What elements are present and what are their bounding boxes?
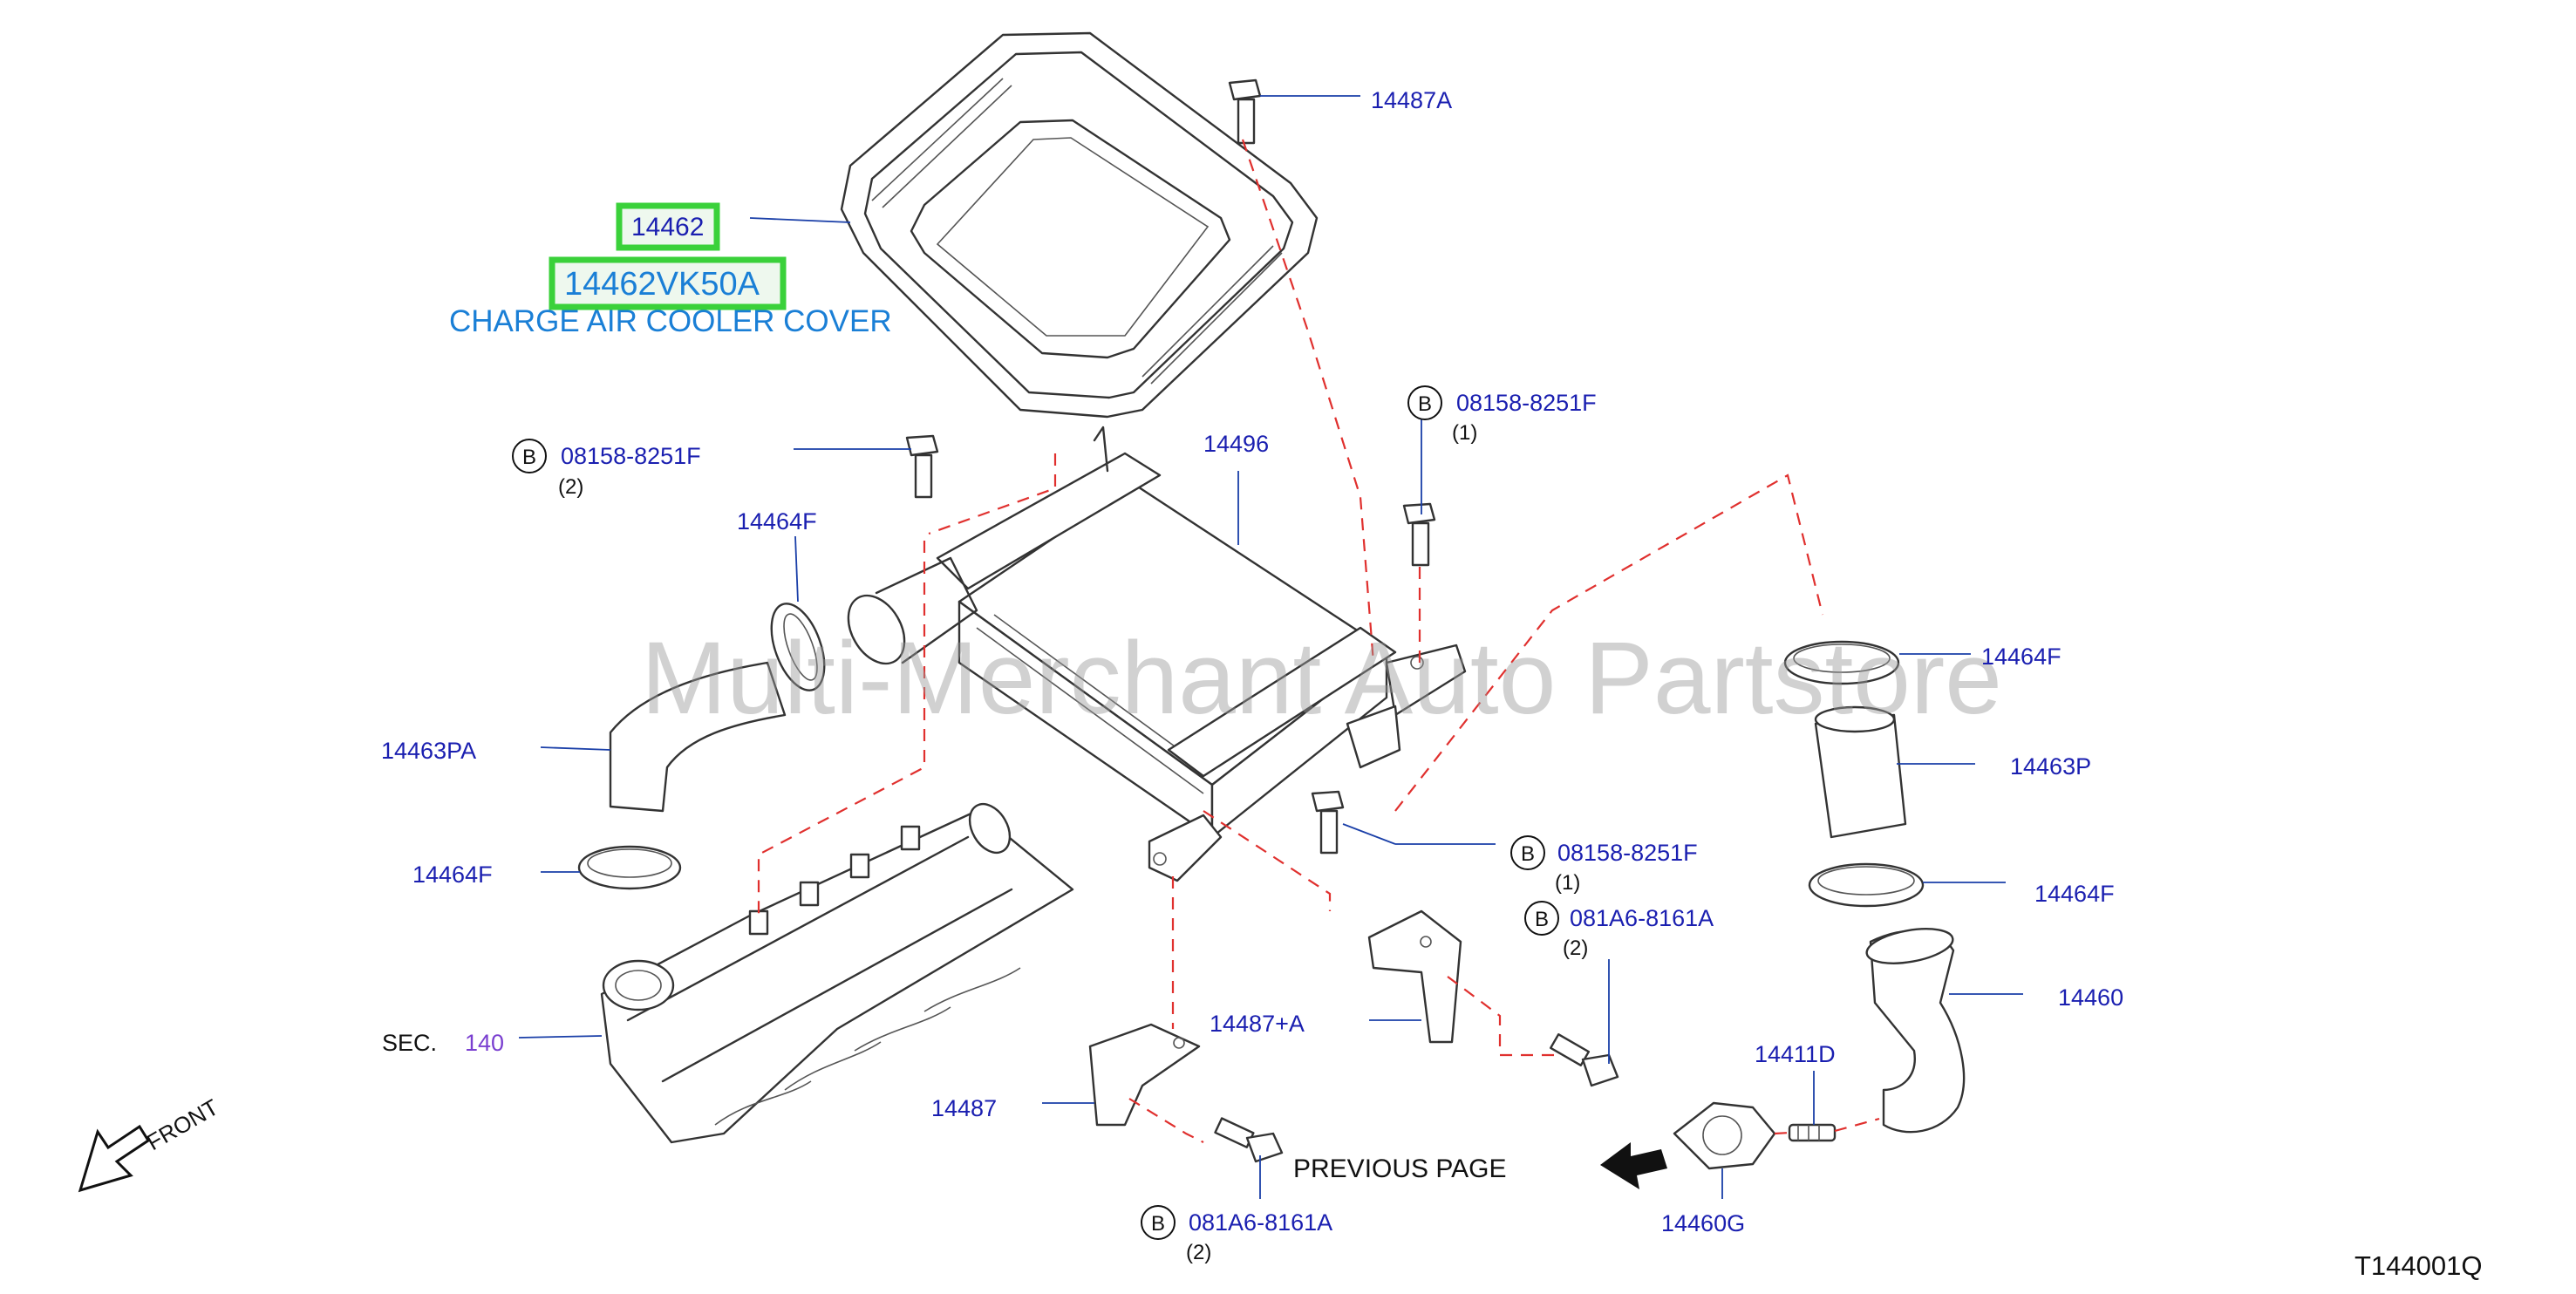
tube-14460[interactable] — [1864, 923, 1966, 1134]
gasket-14460G[interactable] — [1673, 1101, 1776, 1170]
bolt-b1[interactable] — [905, 434, 939, 499]
arrow-left-icon — [1600, 1142, 1667, 1189]
sec-number-link[interactable]: 140 — [465, 1030, 504, 1056]
watermark: Multi-Merchant Auto Partstore — [641, 621, 2002, 736]
callout-b5[interactable]: B 081A6-8161A (2) — [1141, 1205, 1332, 1264]
callout-b2[interactable]: B 08158-8251F (1) — [1407, 385, 1597, 445]
svg-text:081A6-8161A: 081A6-8161A — [1189, 1209, 1332, 1236]
label-14460G[interactable]: 14460G — [1661, 1210, 1745, 1236]
clamp-14464F-right-top[interactable] — [1783, 640, 1900, 685]
svg-text:(2): (2) — [558, 475, 583, 499]
label-14460[interactable]: 14460 — [2058, 984, 2123, 1011]
intake-manifold[interactable] — [600, 797, 1074, 1144]
label-14464F-right-top[interactable]: 14464F — [1981, 644, 2061, 670]
front-indicator: FRONT — [78, 1093, 223, 1193]
charge-air-cooler-cover[interactable] — [840, 31, 1319, 419]
bolt-b5[interactable] — [1214, 1117, 1284, 1163]
callout-b4[interactable]: B 081A6-8161A (2) — [1524, 901, 1714, 960]
svg-text:PREVIOUS PAGE: PREVIOUS PAGE — [1293, 1154, 1507, 1183]
svg-text:(1): (1) — [1555, 871, 1580, 895]
assembly-lines — [757, 139, 1880, 1143]
label-14487-plus-A[interactable]: 14487+A — [1210, 1011, 1305, 1037]
svg-text:(2): (2) — [1563, 936, 1588, 960]
svg-text:081A6-8161A: 081A6-8161A — [1570, 905, 1714, 931]
hose-14463PA[interactable] — [609, 661, 787, 813]
diagram-code: T144001Q — [2355, 1250, 2483, 1281]
stud-14411D[interactable] — [1788, 1123, 1837, 1142]
svg-text:08158-8251F: 08158-8251F — [561, 443, 701, 469]
bracket-14487[interactable] — [1088, 1023, 1201, 1127]
bolt-b4[interactable] — [1549, 1033, 1619, 1087]
callout-b3[interactable]: B 08158-8251F (1) — [1510, 835, 1698, 895]
part-description: CHARGE AIR COOLER COVER — [449, 304, 892, 338]
hose-14463P[interactable] — [1814, 705, 1907, 839]
label-14487A[interactable]: 14487A — [1371, 87, 1452, 113]
part-number-highlight[interactable] — [616, 202, 720, 251]
full-part-number[interactable]: 14462VK50A — [564, 266, 760, 303]
svg-text:08158-8251F: 08158-8251F — [1557, 840, 1698, 866]
clamp-14464F-left-top[interactable] — [761, 596, 835, 698]
svg-text:08158-8251F: 08158-8251F — [1456, 390, 1597, 416]
front-arrow-icon — [78, 1124, 151, 1193]
label-14464F-top[interactable]: 14464F — [737, 508, 817, 535]
svg-text:(2): (2) — [1186, 1241, 1211, 1264]
svg-text:B: B — [1521, 842, 1535, 866]
full-number-highlight[interactable] — [549, 256, 787, 310]
bolt-b2[interactable] — [1402, 502, 1436, 567]
label-14464F-left[interactable]: 14464F — [412, 862, 493, 888]
label-14496[interactable]: 14496 — [1203, 431, 1269, 457]
svg-text:(1): (1) — [1452, 421, 1477, 445]
intercooler-core[interactable] — [837, 426, 1467, 882]
label-14464F-right[interactable]: 14464F — [2034, 881, 2115, 907]
label-14463P[interactable]: 14463P — [2010, 753, 2091, 780]
label-14463PA[interactable]: 14463PA — [381, 738, 476, 764]
clamp-14464F-right[interactable] — [1808, 862, 1925, 908]
svg-text:B: B — [522, 446, 536, 469]
callout-b1[interactable]: B 08158-8251F (2) — [512, 439, 701, 499]
leader-lines — [518, 95, 2023, 1199]
previous-page-link[interactable]: PREVIOUS PAGE — [1293, 1142, 1667, 1189]
bolt-14487A[interactable] — [1228, 78, 1262, 145]
sec-prefix: SEC. — [382, 1030, 437, 1056]
highlighted-part[interactable]: 14462 14462VK50A CHARGE AIR COOLER COVER — [449, 202, 892, 338]
svg-text:B: B — [1151, 1212, 1165, 1236]
svg-text:FRONT: FRONT — [142, 1093, 223, 1155]
part-number[interactable]: 14462 — [631, 213, 704, 242]
label-14411D[interactable]: 14411D — [1755, 1041, 1836, 1067]
svg-text:B: B — [1418, 392, 1432, 416]
clamp-14464F-left[interactable] — [577, 845, 682, 890]
svg-text:B: B — [1535, 908, 1549, 931]
label-14487[interactable]: 14487 — [931, 1095, 997, 1121]
bracket-14487-plus-A[interactable] — [1367, 909, 1462, 1044]
bolt-b3[interactable] — [1311, 790, 1345, 855]
